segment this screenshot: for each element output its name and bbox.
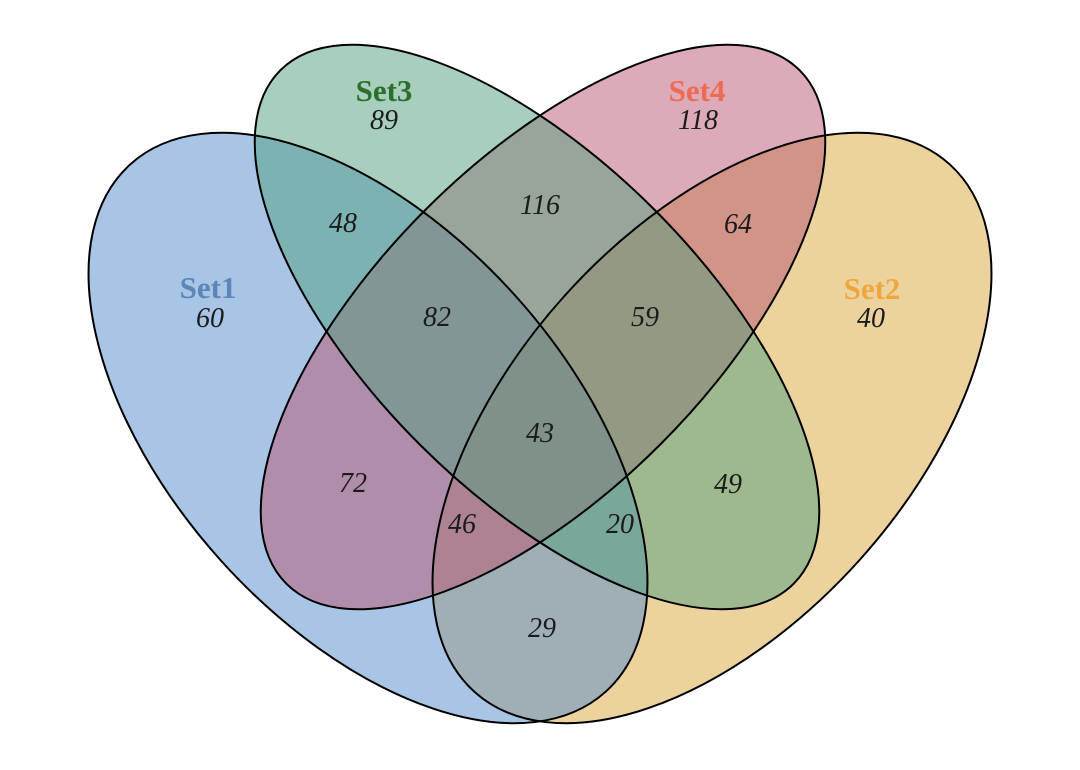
- set-labels: Set1 60 Set2 40 Set3 89 Set4 118: [180, 73, 901, 334]
- region-value-set1-set3-set4: 82: [423, 302, 451, 333]
- set3-label: Set3: [356, 73, 413, 108]
- region-value-set1-set2: 29: [528, 613, 556, 644]
- region-value-set1-set2-set3-set4: 43: [526, 418, 554, 449]
- set2-count: 40: [857, 303, 885, 334]
- region-value-set1-set2-set3: 20: [606, 509, 634, 540]
- region-value-set2-set4: 64: [724, 209, 752, 240]
- set4-count: 118: [678, 105, 718, 136]
- set4-ellipse-outline: [259, 43, 827, 611]
- region-value-set1-set3: 48: [329, 208, 357, 239]
- set1-count: 60: [196, 303, 224, 334]
- set3-ellipse-outline: [253, 43, 821, 611]
- region-value-set2-set3-set4: 59: [631, 302, 659, 333]
- set4-label: Set4: [669, 73, 726, 108]
- set1-label: Set1: [180, 270, 237, 305]
- region-value-set2-set3: 49: [714, 469, 742, 500]
- set2-label: Set2: [844, 271, 901, 306]
- region-labels: 48 116 64 82 59 43 72 49 46 20 29: [329, 190, 752, 644]
- set2-ellipse-outline: [431, 131, 993, 725]
- region-value-set1-set4: 72: [339, 468, 367, 499]
- region-value-set3-set4: 116: [520, 190, 560, 221]
- set3-count: 89: [370, 105, 398, 136]
- set1-ellipse-outline: [87, 131, 649, 725]
- set3-ellipse-fill: [254, 44, 820, 610]
- region-value-set1-set2-set4: 46: [448, 509, 476, 540]
